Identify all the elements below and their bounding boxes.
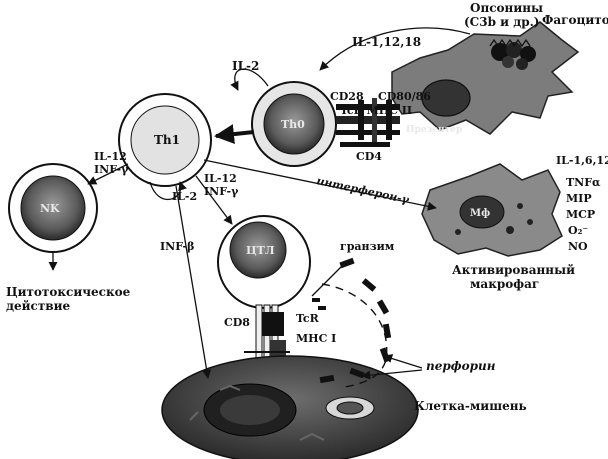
label-ifn-left: INF-γ	[94, 163, 129, 176]
label-cytotoxic-1: Цитотоксическое	[6, 285, 131, 299]
label-activated-1: Активированный	[452, 263, 575, 277]
label-target-cell: Клетка-мишень	[414, 399, 527, 413]
target-cell	[162, 356, 418, 459]
label-il12-left: IL-12	[94, 150, 127, 163]
ctl-cell	[218, 216, 310, 308]
label-opsonins-1: Опсонины	[470, 1, 543, 15]
label-phagocytosis: Фагоцитоз	[542, 13, 608, 27]
label-activated-2: макрофаг	[470, 277, 539, 291]
label-ctl: ЦТЛ	[246, 244, 275, 257]
label-ifn-mid: INF-γ	[204, 185, 239, 198]
label-cd4: CD4	[356, 150, 382, 163]
label-tcr2: TcR	[296, 312, 320, 325]
label-mcp: MCP	[566, 208, 595, 221]
label-o2: O₂⁻	[568, 224, 588, 237]
label-mip: MIP	[566, 192, 592, 205]
label-nk: NK	[40, 202, 60, 215]
label-inf-beta: INF-β	[160, 240, 194, 253]
label-il2-bottom: IL-2	[172, 190, 197, 203]
label-granzyme: гранзим	[340, 240, 395, 253]
label-cd80-86: CD80/86	[378, 90, 431, 103]
label-il12-mid: IL-12	[204, 172, 237, 185]
label-presenter: Презентер	[406, 125, 462, 135]
label-il-1-6-12: IL-1,6,12	[556, 154, 608, 167]
label-cytotoxic-2: действие	[6, 299, 71, 313]
cd4-bar	[340, 142, 390, 147]
label-interferon-gamma: интерферон-γ	[315, 174, 411, 206]
label-mhc1: MHC I	[296, 332, 336, 345]
label-il2-top: IL-2	[232, 59, 259, 73]
label-cd28: CD28	[330, 90, 364, 103]
label-no: NO	[568, 240, 588, 253]
label-opsonins-2: (C3b и др.)	[464, 15, 539, 29]
label-th1: Th1	[154, 133, 180, 147]
label-th0: Th0	[281, 118, 305, 131]
label-mph: Мф	[470, 208, 490, 219]
label-tcr-mhc: TcR MHC II	[340, 104, 412, 117]
activated-macrophage	[422, 164, 562, 256]
label-tnf: TNFα	[566, 176, 601, 189]
label-cd8: CD8	[224, 316, 250, 329]
label-il-1-12-18: IL-1,12,18	[352, 35, 421, 49]
label-perforin: перфорин	[426, 359, 496, 373]
